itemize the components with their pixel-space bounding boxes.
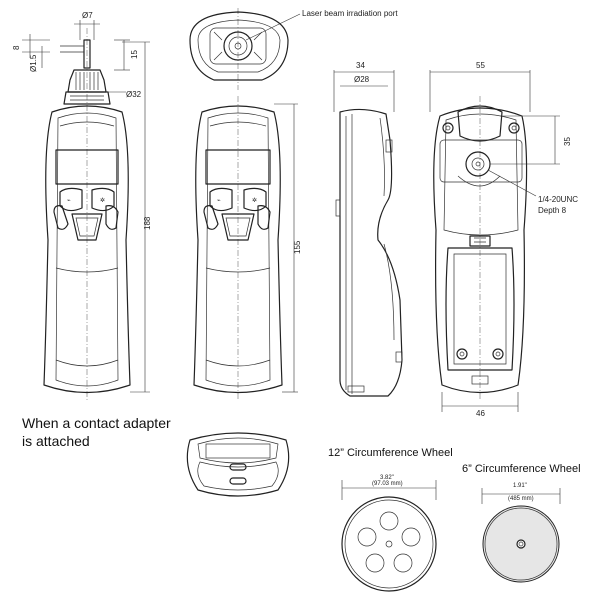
laser-port: [223, 31, 253, 61]
dim-d15: 15: [130, 50, 139, 59]
button-light: [91, 187, 115, 212]
wheel-12-inch: 12” Circumference Wheel 3.82" (97.03 mm): [328, 447, 453, 592]
dim-d155: 155: [293, 240, 302, 254]
adapter-caption-line2: is attached: [22, 433, 90, 449]
dim-d1-5: Ø1.5: [29, 54, 38, 72]
wheel-6-title: 6” Circumference Wheel: [462, 463, 581, 475]
laser-port-label: Laser beam irradiation port: [302, 9, 398, 18]
dim-d8: 8: [12, 45, 21, 50]
lcd-screen: [55, 149, 119, 185]
top-view: Laser beam irradiation port: [189, 8, 398, 90]
back-view: 55 35 1/4-20UNC Depth 8 46: [429, 61, 578, 418]
dim-d35: 35: [563, 137, 572, 146]
adapter-caption-line1: When a contact adapter: [22, 415, 171, 431]
dim-d188: 188: [143, 216, 152, 230]
dim-d32: Ø32: [126, 90, 142, 99]
dim-d34: 34: [356, 61, 365, 70]
laser-icon: ⌁: [67, 198, 71, 204]
battery-cover: [445, 247, 515, 371]
front-view: ⌁ ✲ 155: [193, 96, 302, 400]
wheel-6-dia-mm: (485 mm): [508, 496, 534, 502]
thread-label: 1/4-20UNC: [538, 195, 578, 204]
contact-tip: [83, 39, 91, 69]
device-body: [43, 105, 131, 394]
light-icon: ✲: [100, 197, 105, 204]
dim-d7: Ø7: [82, 11, 93, 20]
wheel-6-inch: 6” Circumference Wheel 1.91" (485 mm): [462, 463, 581, 583]
button-center: [71, 213, 103, 241]
dim-d55: 55: [476, 61, 485, 70]
wheel-12-title: 12” Circumference Wheel: [328, 447, 453, 459]
dim-d46: 46: [476, 409, 485, 418]
side-view: 34 Ø28: [333, 61, 403, 397]
thread-depth-label: Depth 8: [538, 206, 567, 215]
bottom-view: [186, 432, 290, 497]
svg-text:⌁: ⌁: [217, 198, 221, 204]
front-view-with-adapter: ⌁ ✲ Ø7 8 15 Ø1.5 Ø32 188: [12, 11, 152, 400]
svg-text:✲: ✲: [252, 197, 257, 204]
wheel-12-dia-in: 3.82": [380, 475, 394, 481]
wheel-12-dia-mm: (97.03 mm): [372, 481, 403, 487]
tripod-socket: [465, 151, 491, 177]
wheel-6-dia-in: 1.91": [513, 483, 527, 489]
dim-d28: Ø28: [354, 75, 370, 84]
battery-latch: [469, 235, 491, 247]
button-laser: [59, 187, 83, 212]
